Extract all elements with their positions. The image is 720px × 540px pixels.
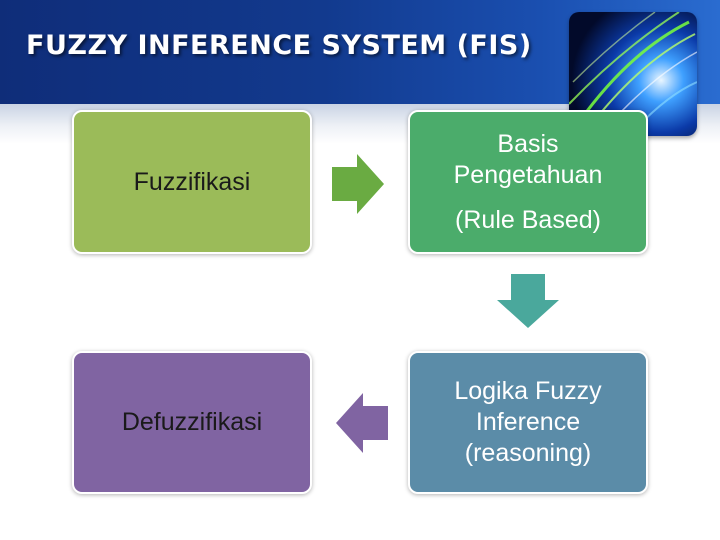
basis-pengetahuan-box: Basis Pengetahuan (Rule Based) — [408, 110, 648, 254]
arrow-right-icon — [332, 154, 384, 214]
arrow-down-icon — [497, 274, 559, 328]
logika-label-line3: (reasoning) — [464, 439, 592, 467]
fuzzifikasi-box: Fuzzifikasi — [72, 110, 312, 254]
arrow-left-icon — [336, 393, 388, 453]
basis-label-line2: Pengetahuan — [453, 160, 603, 189]
defuzzifikasi-box: Defuzzifikasi — [72, 351, 312, 494]
logika-fuzzy-box: Logika Fuzzy Inference (reasoning) — [408, 351, 648, 494]
basis-sub-label: (Rule Based) — [455, 205, 601, 234]
logika-label-line2: Inference — [475, 408, 581, 436]
defuzzifikasi-label: Defuzzifikasi — [121, 408, 263, 436]
slide-title: FUZZY INFERENCE SYSTEM (FIS) — [26, 30, 532, 61]
logika-label-line1: Logika Fuzzy — [454, 377, 602, 405]
fuzzifikasi-label: Fuzzifikasi — [133, 167, 251, 196]
basis-label-line1: Basis — [497, 129, 559, 158]
